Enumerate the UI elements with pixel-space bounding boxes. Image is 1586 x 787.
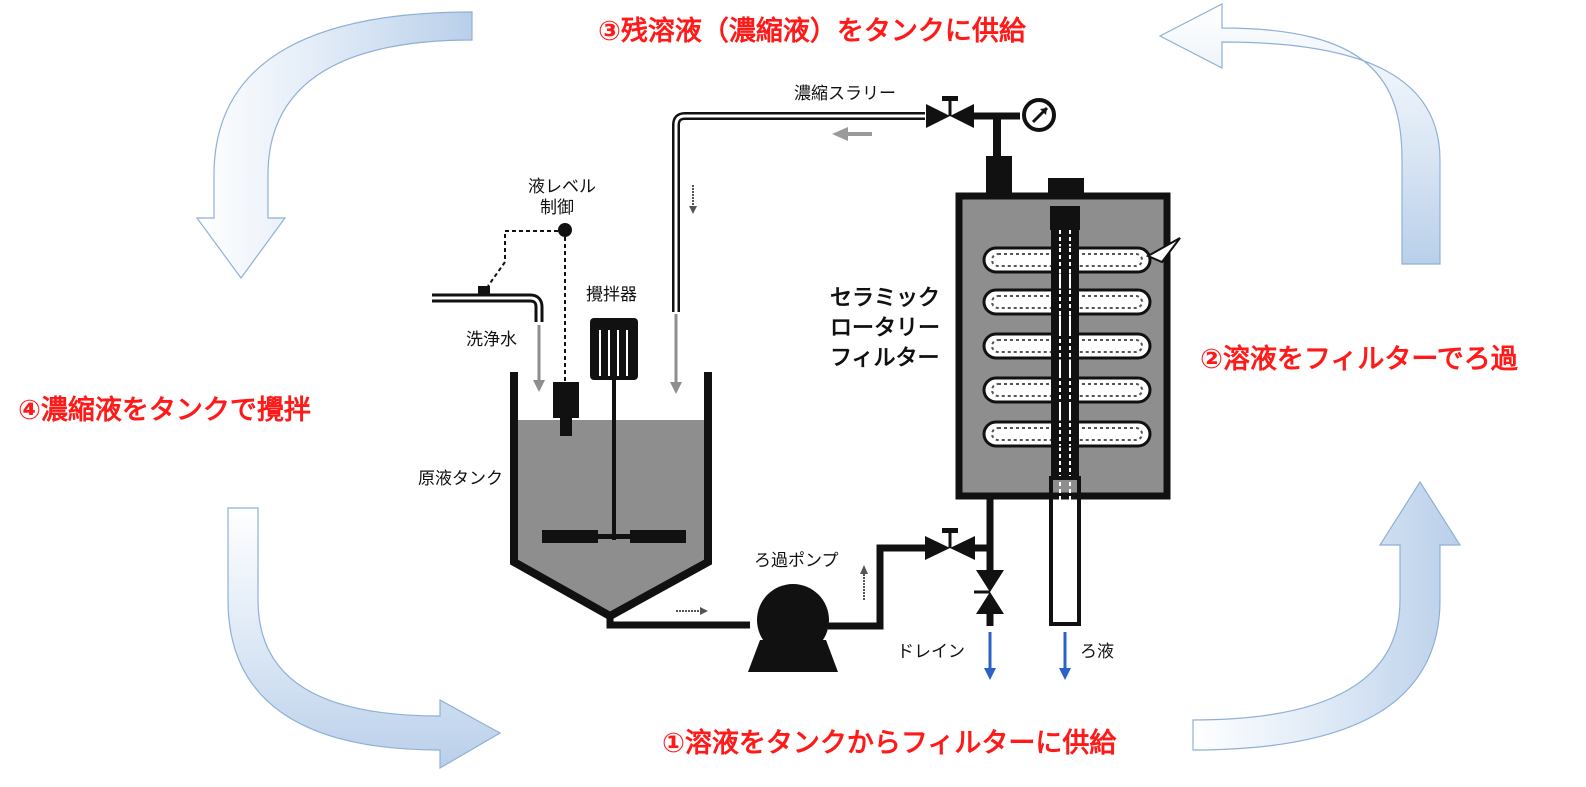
label-concentrated-slurry: 濃縮スラリー	[794, 84, 896, 104]
step-4-label: ④濃縮液をタンクで攪拌	[18, 394, 311, 426]
label-feed-tank: 原液タンク	[418, 469, 503, 489]
pump-valve	[925, 496, 994, 560]
filter-discs	[982, 246, 1152, 448]
drain-valve	[974, 548, 1004, 626]
agitator	[542, 318, 686, 543]
feed-tank	[510, 372, 750, 629]
label-level-control-1: 液レベル	[528, 177, 596, 197]
label-agitator: 攪拌器	[586, 285, 637, 305]
cycle-arrow-top-left	[195, 11, 473, 280]
step-3-label: ③残溶液（濃縮液）をタンクに供給	[598, 15, 1027, 47]
label-drain: ドレイン	[897, 642, 965, 662]
filter-pump	[676, 544, 925, 672]
label-filter-pump: ろ過ポンプ	[754, 551, 839, 571]
level-sensor	[487, 223, 579, 436]
ceramic-rotary-filter	[955, 156, 1181, 626]
label-wash-water: 洗浄水	[466, 330, 517, 350]
cycle-arrow-top-right	[1158, 3, 1441, 265]
return-pipe	[670, 112, 925, 394]
label-filter-name-2: ロータリー	[830, 316, 940, 341]
cycle-arrow-bottom-right	[1192, 480, 1462, 751]
label-filter-name-1: セラミック	[830, 286, 940, 311]
drain-arrow	[984, 632, 996, 680]
wash-water-pipe	[432, 286, 545, 392]
cycle-arrow-bottom-left	[227, 507, 502, 770]
filtrate-arrow	[1059, 632, 1071, 680]
step-1-label: ①溶液をタンクからフィルターに供給	[662, 727, 1117, 759]
label-filtrate: ろ液	[1080, 642, 1114, 662]
label-filter-name-3: フィルター	[830, 346, 940, 371]
step-2-label: ②溶液をフィルターでろ過	[1200, 343, 1519, 375]
label-level-control-2: 制御	[540, 198, 574, 218]
pressure-gauge-icon	[1022, 98, 1056, 132]
top-valve	[926, 96, 1020, 158]
